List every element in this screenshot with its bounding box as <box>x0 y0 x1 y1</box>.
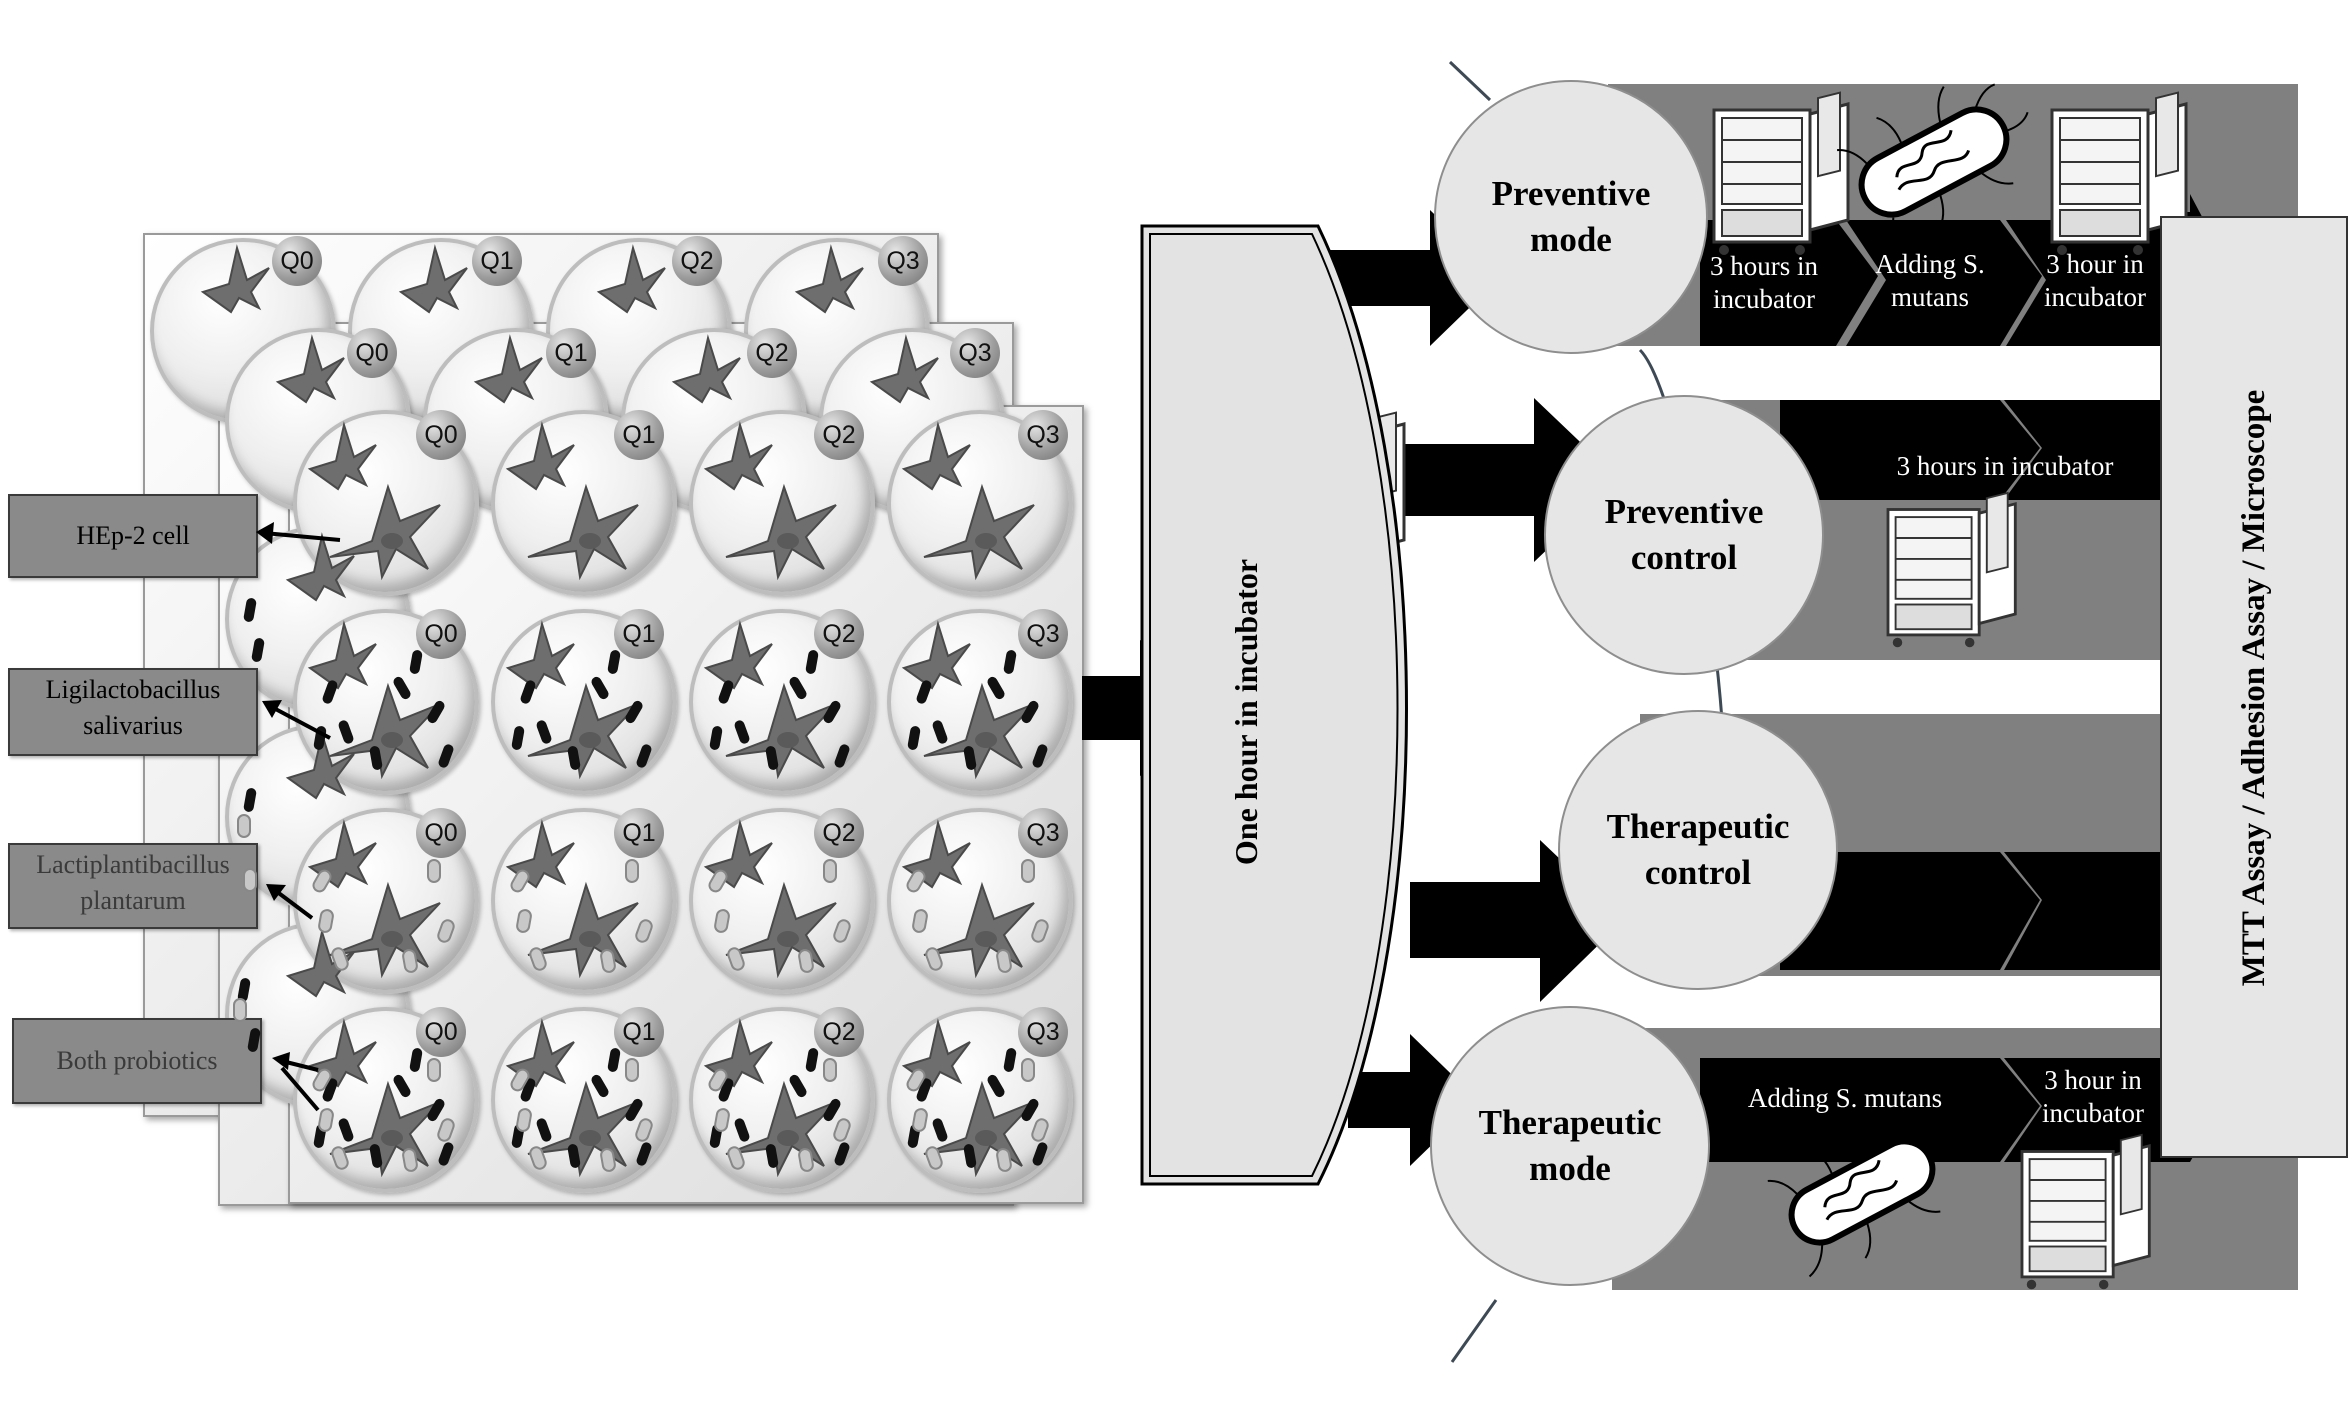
pm-step1: 3 hours in incubator <box>1694 250 1834 316</box>
incubator-icon <box>2020 1133 2151 1290</box>
legend-lsal-line1: Ligilactobacillus <box>45 675 221 704</box>
pm-step1-line2: incubator <box>1713 284 1815 314</box>
tm-step2: 3 hour in incubator <box>2018 1064 2168 1130</box>
front-r4-q1: Q1 <box>614 1007 664 1057</box>
back-q1-label: Q1 <box>472 236 522 286</box>
preventive-mode-line1: Preventive <box>1491 174 1651 213</box>
middle-q1-label: Q1 <box>546 328 596 378</box>
legend-both-probiotics: Both probiotics <box>12 1018 262 1104</box>
therapeutic-control-line1: Therapeutic <box>1606 807 1790 846</box>
front-r4-q3: Q3 <box>1018 1007 1068 1057</box>
tm-step2-line2: incubator <box>2042 1098 2144 1128</box>
front-r4-q0: Q0 <box>416 1007 466 1057</box>
legend-both-text: Both probiotics <box>56 1046 218 1075</box>
front-r2-q1: Q1 <box>614 609 664 659</box>
therapeutic-control-circle: Therapeutic control <box>1558 710 1838 990</box>
legend-arrowheads <box>256 522 290 1070</box>
preventive-control-line2: control <box>1630 538 1738 577</box>
front-r3-q0: Q0 <box>416 808 466 858</box>
pc-step1: 3 hours in incubator <box>1896 451 2114 481</box>
pm-step3-line2: incubator <box>2044 282 2146 312</box>
pm-step3-line1: 3 hour in <box>2046 249 2144 279</box>
middle-q0-label: Q0 <box>347 328 397 378</box>
front-r2-q0: Q0 <box>416 609 466 659</box>
back-q3-label: Q3 <box>878 236 928 286</box>
assay-panel <box>2160 216 2348 1158</box>
back-q2-label: Q2 <box>672 236 722 286</box>
preventive-mode-line2: mode <box>1530 220 1612 259</box>
front-r1-q0: Q0 <box>416 410 466 460</box>
therapeutic-mode-circle: Therapeutic mode <box>1430 1006 1710 1286</box>
incubation-label: One hour in incubator <box>1228 558 1264 866</box>
legend-lpla-line1: Lactiplantibacillus <box>36 850 230 879</box>
front-r4-q2: Q2 <box>814 1007 864 1057</box>
legend-lsal-line2: salivarius <box>83 711 183 740</box>
therapeutic-control-line2: control <box>1644 853 1752 892</box>
middle-q2-label: Q2 <box>747 328 797 378</box>
legend-lactiplantibacillus: Lactiplantibacillus plantarum <box>8 843 258 929</box>
legend-ligilactobacillus: Ligilactobacillus salivarius <box>8 668 258 756</box>
front-r3-q2: Q2 <box>814 808 864 858</box>
therapeutic-mode-line2: mode <box>1529 1149 1611 1188</box>
pm-step2-line1: Adding S. <box>1875 249 1985 279</box>
preventive-control-circle: Preventive control <box>1544 395 1824 675</box>
legend-lpla-line2: plantarum <box>80 886 186 915</box>
pm-step2-line2: mutans <box>1891 282 1969 312</box>
pm-step2: Adding S. mutans <box>1860 248 2000 314</box>
front-r1-q2: Q2 <box>814 410 864 460</box>
preventive-control-line1: Preventive <box>1604 492 1764 531</box>
front-r3-q3: Q3 <box>1018 808 1068 858</box>
assay-label: MTT Assay / Adhesion Assay / Microscope <box>2236 389 2272 987</box>
pm-step3: 3 hour in incubator <box>2022 248 2168 314</box>
front-r1-q3: Q3 <box>1018 410 1068 460</box>
incubator-icon <box>1886 491 2017 648</box>
incubator-icon <box>1712 91 1850 255</box>
front-r2-q2: Q2 <box>814 609 864 659</box>
pm-step1-line1: 3 hours in <box>1710 251 1818 281</box>
incubator-icon <box>2050 91 2188 255</box>
therapeutic-mode-line1: Therapeutic <box>1478 1103 1662 1142</box>
tm-step2-line1: 3 hour in <box>2044 1065 2142 1095</box>
front-r1-q1: Q1 <box>614 410 664 460</box>
front-r2-q3: Q3 <box>1018 609 1068 659</box>
back-q0-label: Q0 <box>272 236 322 286</box>
legend-hep2-text: HEp-2 cell <box>76 521 190 550</box>
tm-step1: Adding S. mutans <box>1747 1083 1943 1113</box>
s-mutans-icon-bottom <box>1767 1116 1955 1278</box>
front-r3-q1: Q1 <box>614 808 664 858</box>
preventive-mode-circle: Preventive mode <box>1434 80 1708 354</box>
middle-q3-label: Q3 <box>950 328 1000 378</box>
legend-hep2-cell: HEp-2 cell <box>8 494 258 578</box>
s-mutans-icon-top <box>1836 83 2029 250</box>
